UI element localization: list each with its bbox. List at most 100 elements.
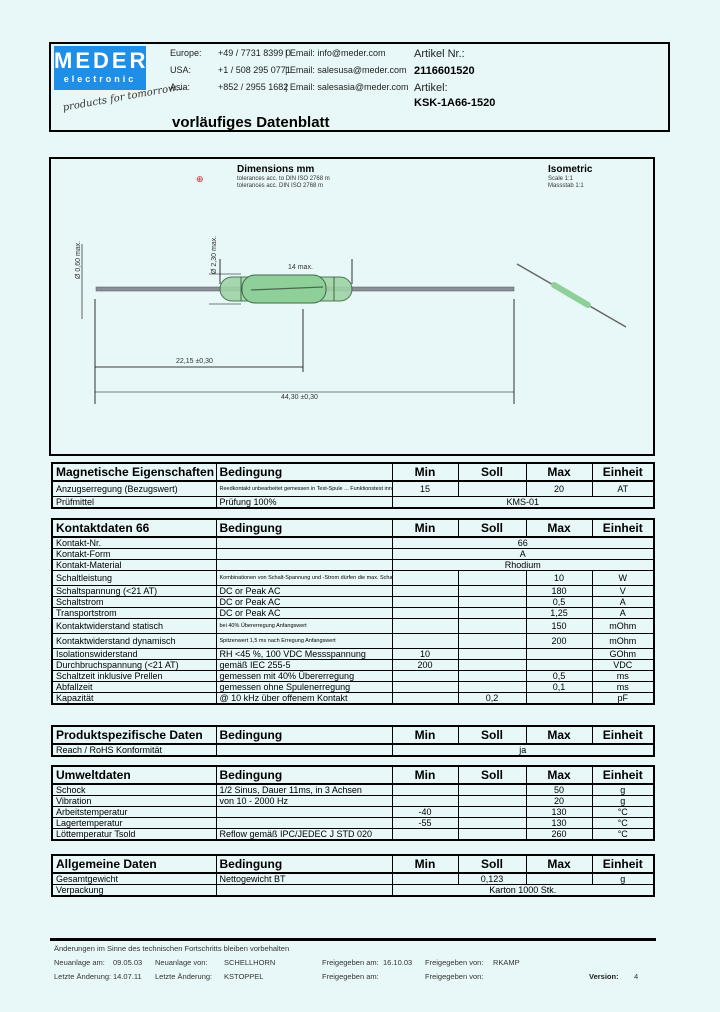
drawing-title: Dimensions mm	[237, 164, 315, 175]
contact-email-usa[interactable]: | Email: salesusa@meder.com	[285, 65, 407, 75]
param-max: 0,1	[525, 681, 593, 693]
col-bedingung: Bedingung	[215, 725, 393, 745]
param-max: 130	[525, 806, 593, 818]
param-condition: gemäß IEC 255-5	[215, 659, 393, 671]
table-product: Produktspezifische Daten Bedingung Min S…	[51, 725, 655, 757]
col-max: Max	[525, 854, 593, 874]
param-condition	[215, 884, 393, 897]
param-name: Schock	[51, 783, 217, 796]
param-value: ja	[391, 743, 655, 757]
param-soll: 0,2	[457, 692, 527, 705]
param-condition: 1/2 Sinus, Dauer 11ms, in 3 Achsen	[215, 783, 393, 796]
col-soll: Soll	[457, 854, 527, 874]
param-name: Gesamtgewicht	[51, 872, 217, 885]
section-title: Umweltdaten	[51, 765, 217, 785]
col-max: Max	[525, 462, 593, 482]
contact-region-usa: USA:	[170, 65, 192, 75]
param-soll	[457, 828, 527, 841]
param-max: 0,5	[525, 596, 593, 608]
table-environment: Umweltdaten Bedingung Min Soll Max Einhe…	[51, 765, 655, 841]
projection-symbol-icon: ⊕	[196, 174, 204, 184]
param-min	[391, 570, 459, 586]
param-name: Kontaktwiderstand statisch	[51, 618, 217, 634]
changed-on: 14.07.11	[113, 972, 142, 981]
table-row: Gesamtgewicht Nettogewicht BT 0,123 g	[51, 872, 655, 885]
table-row: Schaltleistung Kombinationen von Schalt-…	[51, 570, 655, 586]
param-name: Lagertemperatur	[51, 817, 217, 829]
table-row: Arbeitstemperatur -40 130 °C	[51, 806, 655, 818]
param-soll	[457, 480, 527, 497]
param-unit: g	[591, 795, 655, 807]
reed-switch-drawing: 14 max. 22,15 ±0,30 44,30 ±0,30 Ø 0,60 m…	[75, 236, 627, 404]
param-unit: ms	[591, 670, 655, 682]
table-header: Umweltdaten Bedingung Min Soll Max Einhe…	[51, 765, 655, 785]
col-einheit: Einheit	[591, 462, 655, 482]
param-value: Karton 1000 Stk.	[391, 884, 655, 897]
table-row: Vibration von 10 - 2000 Hz 20 g	[51, 795, 655, 807]
param-soll	[457, 806, 527, 818]
param-name: Kontakt-Nr.	[51, 536, 217, 549]
table-row: Transportstrom DC or Peak AC 1,25 A	[51, 607, 655, 619]
param-unit: GOhm	[591, 648, 655, 660]
param-soll	[457, 681, 527, 693]
table-row: Verpackung Karton 1000 Stk.	[51, 884, 655, 897]
article-name: KSK-1A66-1520	[414, 97, 496, 109]
param-name: Anzugserregung (Bezugswert)	[51, 480, 217, 497]
param-soll	[457, 596, 527, 608]
table-contact: Kontaktdaten 66 Bedingung Min Soll Max E…	[51, 518, 655, 705]
version: 4	[634, 972, 639, 981]
param-max: 260	[525, 828, 593, 841]
param-soll	[457, 607, 527, 619]
param-condition: DC or Peak AC	[215, 585, 393, 597]
param-soll	[457, 670, 527, 682]
param-min	[391, 783, 459, 796]
col-soll: Soll	[457, 518, 527, 538]
contact-phone-europe: +49 / 7731 8399 0	[218, 48, 291, 58]
param-max: 180	[525, 585, 593, 597]
col-min: Min	[391, 518, 459, 538]
param-condition	[215, 548, 393, 560]
param-unit: mOhm	[591, 633, 655, 649]
param-unit: °C	[591, 828, 655, 841]
param-unit: VDC	[591, 659, 655, 671]
param-name: Schaltleistung	[51, 570, 217, 586]
col-min: Min	[391, 725, 459, 745]
param-min	[391, 633, 459, 649]
col-soll: Soll	[457, 765, 527, 785]
param-soll	[457, 795, 527, 807]
table-row: Kontakt-Material Rhodium	[51, 559, 655, 571]
version-label: Version:	[589, 972, 619, 981]
contact-email-europe[interactable]: | Email: info@meder.com	[285, 48, 386, 58]
document-title: vorläufiges Datenblatt	[172, 114, 330, 131]
param-soll	[457, 817, 527, 829]
table-row: Lagertemperatur -55 130 °C	[51, 817, 655, 829]
table-row: Kontaktwiderstand dynamisch Spitzenwert …	[51, 633, 655, 649]
param-soll	[457, 633, 527, 649]
param-condition: DC or Peak AC	[215, 607, 393, 619]
param-soll	[457, 783, 527, 796]
col-min: Min	[391, 765, 459, 785]
svg-text:Ø 0,60 max.: Ø 0,60 max.	[75, 241, 82, 279]
svg-text:Ø 2,30 max.: Ø 2,30 max.	[211, 236, 218, 274]
table-row: Kontakt-Nr. 66	[51, 536, 655, 549]
param-name: Kontakt-Form	[51, 548, 217, 560]
contact-email-asia[interactable]: | Email: salesasia@meder.com	[285, 82, 409, 92]
table-row: Löttemperatur Tsold Reflow gemäß IPC/JED…	[51, 828, 655, 841]
param-condition: @ 10 kHz über offenem Kontakt	[215, 692, 393, 705]
param-value: 66	[391, 536, 655, 549]
param-max: 20	[525, 480, 593, 497]
header-box	[49, 42, 670, 132]
table-header: Magnetische Eigenschaften Bedingung Min …	[51, 462, 655, 482]
released-by: RKAMP	[493, 958, 520, 967]
article-label: Artikel:	[414, 82, 448, 94]
col-bedingung: Bedingung	[215, 765, 393, 785]
col-einheit: Einheit	[591, 725, 655, 745]
changed-by-label: Letzte Änderung:	[155, 972, 213, 981]
param-min	[391, 681, 459, 693]
logo-text: MEDER	[54, 48, 149, 73]
param-max: 0,5	[525, 670, 593, 682]
col-einheit: Einheit	[591, 854, 655, 874]
param-max: 50	[525, 783, 593, 796]
table-row: Anzugserregung (Bezugswert) Reedkontakt …	[51, 480, 655, 497]
table-row: Kapazität @ 10 kHz über offenem Kontakt …	[51, 692, 655, 705]
